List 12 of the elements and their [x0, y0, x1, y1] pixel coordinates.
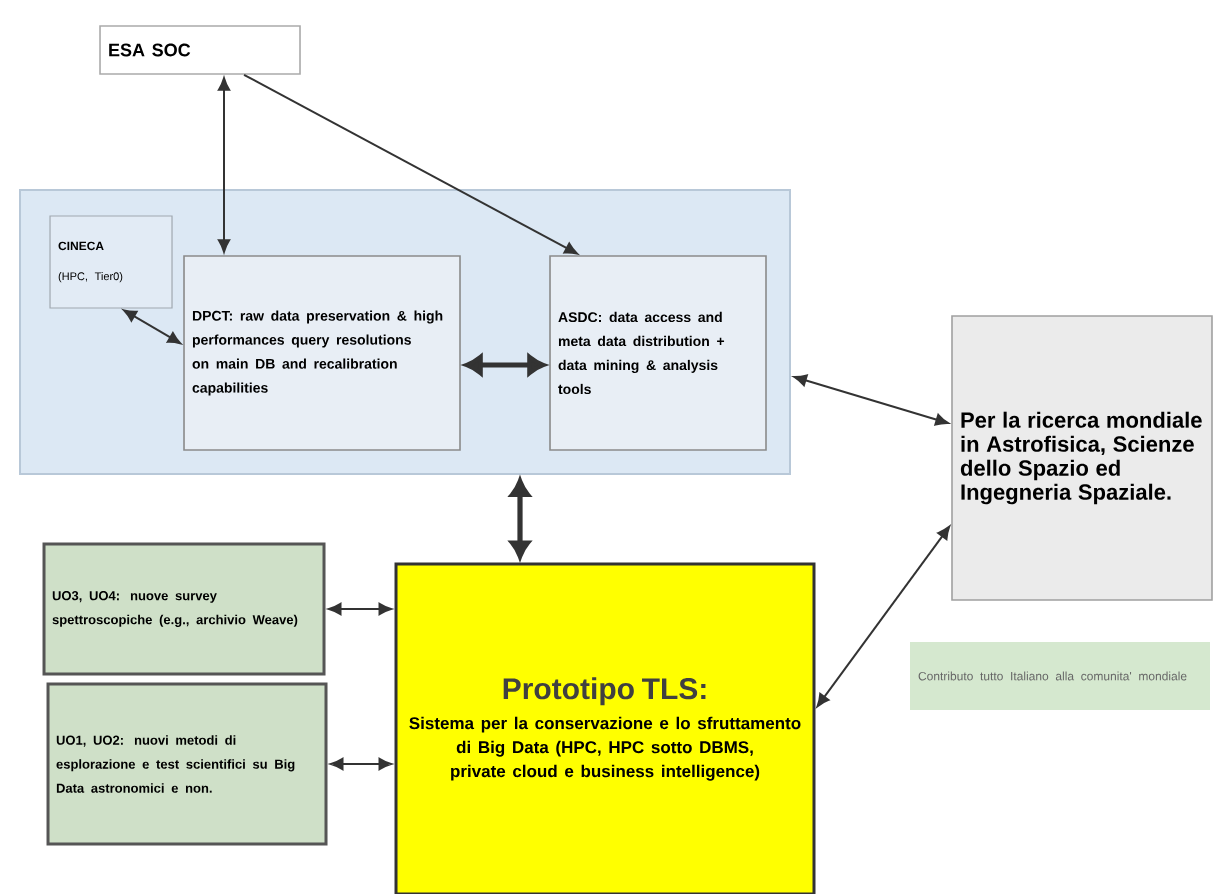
- arrow: [217, 77, 231, 253]
- arrow: [816, 525, 951, 708]
- arrow: [464, 354, 546, 376]
- prototype-box: Prototipo TLS: Sistema per la conservazione e lo sfruttamento di Big Data (HPC, HPC sotto DBMS, private cloud e business intelligence): [394, 562, 816, 894]
- arrow: [123, 309, 182, 345]
- arrow: [328, 602, 392, 616]
- arrow: [793, 374, 949, 426]
- arrow: [243, 73, 578, 255]
- goal-box: Per la ricerca mondiale in Astrofisica, Scienze dello Spazio ed Ingegneria Spaziale.: [951, 315, 1213, 601]
- label-box: ESA SOC: [99, 25, 301, 75]
- arrow: [509, 478, 531, 559]
- arrow: [330, 757, 392, 771]
